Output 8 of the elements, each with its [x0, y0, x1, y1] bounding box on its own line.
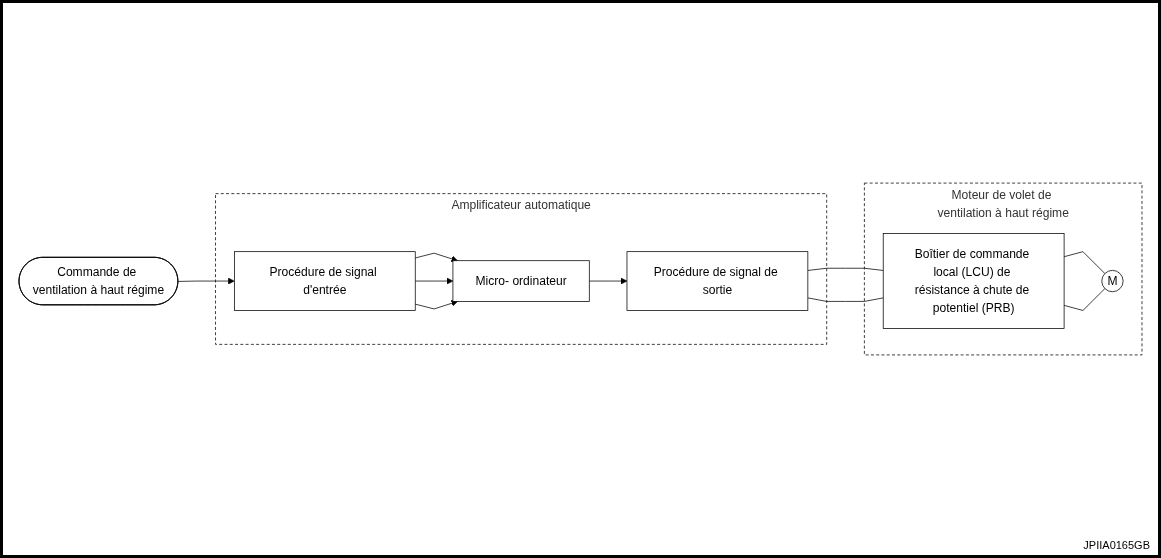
connector	[807, 297, 884, 302]
node-circle: M	[1101, 270, 1124, 293]
node-box: Micro- ordinateur	[452, 260, 590, 302]
figure-code: JPIIA0165GB	[1083, 539, 1150, 551]
connector	[807, 267, 884, 271]
node-box: Boîtier de commande local (LCU) de résistance à chute de potentiel (PRB)	[882, 233, 1065, 329]
node-box: Procédure de signal d'entrée	[234, 251, 416, 311]
node-box: Procédure de signal de sortie	[626, 251, 809, 311]
